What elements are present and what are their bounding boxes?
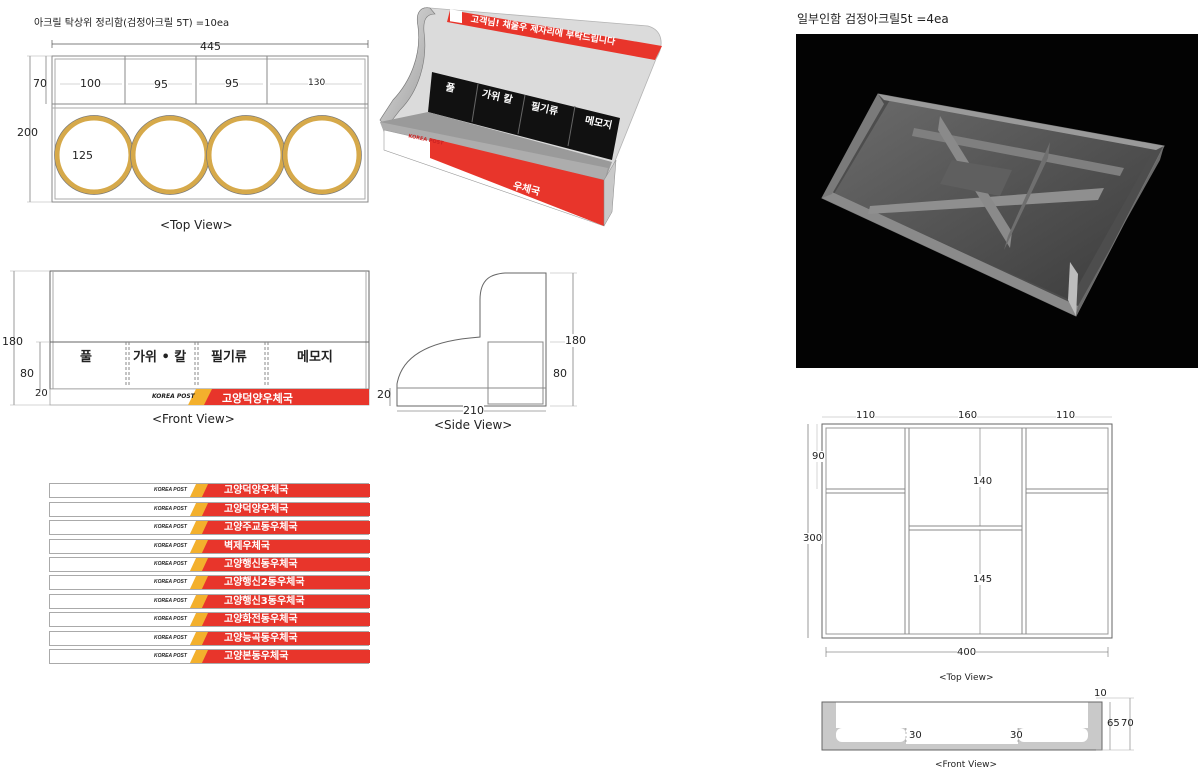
strip-name: 고양능곡동우체국 [224, 633, 298, 644]
strip-name: 고양화전동우체국 [224, 614, 298, 625]
name-strips: KOREA POST 고양덕양우체국 KOREA POST 고양덕양우체국 KO… [49, 483, 370, 667]
top-view-c2: 95 [154, 78, 168, 91]
strip-brand: KOREA POST [154, 579, 187, 585]
front-view-mid-dim: 80 [20, 367, 34, 380]
side-view-h-dim: 180 [565, 334, 586, 347]
organizer-rings [54, 115, 362, 195]
tray-top-row: 90 [812, 451, 825, 462]
strip-brand: KOREA POST [154, 561, 187, 567]
front-view-h-dim: 180 [2, 335, 23, 348]
tray-top-caption: <Top View> [939, 673, 994, 683]
strip-brand: KOREA POST [154, 616, 187, 622]
top-view-c3: 95 [225, 77, 239, 90]
strip-name: 고양행신동우체국 [224, 559, 298, 570]
strip-name: 고양본동우체국 [224, 651, 289, 662]
tray-top-upper: 140 [973, 476, 993, 487]
top-view-height-dim: 200 [17, 126, 38, 139]
name-strip: KOREA POST 고양주교동우체국 [49, 520, 370, 535]
tray-front-h: 65 [1107, 718, 1120, 729]
side-view-depth-dim: 210 [463, 404, 484, 417]
side-view-mid-dim: 80 [553, 367, 567, 380]
strip-name: 고양덕양우체국 [224, 504, 289, 515]
tray-title: 일부인함 검정아크릴5t =4ea [797, 12, 949, 26]
strip-brand: KOREA POST [154, 506, 187, 512]
top-view-c1: 100 [80, 77, 101, 90]
tray-3d-render [821, 93, 1165, 317]
front-view-strip-red [200, 389, 369, 405]
tray-top-c2: 160 [958, 410, 978, 421]
top-view-caption: <Top View> [160, 218, 233, 232]
tray-front-t: 10 [1094, 688, 1107, 699]
name-strip: KOREA POST 고양덕양우체국 [49, 502, 370, 517]
side-view-caption: <Side View> [434, 418, 513, 432]
name-strip: KOREA POST 고양화전동우체국 [49, 612, 370, 627]
strip-name: 고양덕양우체국 [224, 485, 289, 496]
strip-brand: KOREA POST [154, 653, 187, 659]
top-view-width-dim: 445 [200, 40, 221, 53]
name-strip: KOREA POST 고양능곡동우체국 [49, 631, 370, 646]
tray-top-view [807, 416, 1113, 657]
front-view-caption: <Front View> [152, 412, 235, 426]
tray-top-width: 400 [957, 647, 977, 658]
front-label-pens: 필기류 [211, 350, 247, 365]
front-view-strip-brand: KOREA POST [152, 393, 195, 400]
side-view-base-dim: 20 [377, 388, 391, 401]
strip-brand: KOREA POST [154, 598, 187, 604]
tray-front-view [821, 697, 1134, 751]
front-view-strip-text: 고양덕양우체국 [222, 392, 293, 405]
strip-brand: KOREA POST [154, 543, 187, 549]
top-view-circle-dim: 125 [72, 149, 93, 162]
tray-top-c1: 110 [856, 410, 876, 421]
tray-front-caption: <Front View> [935, 760, 998, 770]
front-view-base-dim: 20 [35, 388, 48, 399]
organizer-side-view [389, 272, 577, 412]
strip-brand: KOREA POST [154, 635, 187, 641]
strip-name: 고양행신3동우체국 [224, 596, 305, 607]
top-view-c4: 130 [308, 78, 326, 88]
name-strip: KOREA POST 고양덕양우체국 [49, 483, 370, 498]
tray-top-c3: 110 [1056, 410, 1076, 421]
name-strip: KOREA POST 고양행신동우체국 [49, 557, 370, 572]
tray-front-a: 30 [909, 730, 922, 741]
name-strip: KOREA POST 고양본동우체국 [49, 649, 370, 664]
tray-front-b: 30 [1010, 730, 1023, 741]
strip-brand: KOREA POST [154, 524, 187, 530]
name-strip: KOREA POST 고양행신2동우체국 [49, 575, 370, 590]
front-label-scissors: 가위 • 칼 [133, 350, 187, 365]
front-label-memo: 메모지 [297, 350, 333, 365]
strip-name: 벽제우체국 [224, 541, 270, 552]
tray-top-lower: 145 [973, 574, 993, 585]
organizer-title: 아크릴 탁상위 정리함(검정아크릴 5T) =10ea [34, 18, 230, 29]
strip-brand: KOREA POST [154, 487, 187, 493]
organizer-3d-render [379, 7, 662, 227]
name-strip: KOREA POST 벽제우체국 [49, 539, 370, 554]
top-view-row-dim: 70 [33, 77, 47, 90]
strip-name: 고양주교동우체국 [224, 522, 298, 533]
name-strip: KOREA POST 고양행신3동우체국 [49, 594, 370, 609]
organizer-front-view [10, 270, 370, 406]
tray-top-total: 300 [803, 533, 823, 544]
front-label-glue: 풀 [80, 350, 92, 365]
tray-front-h2: 70 [1121, 718, 1134, 729]
strip-name: 고양행신2동우체국 [224, 577, 305, 588]
